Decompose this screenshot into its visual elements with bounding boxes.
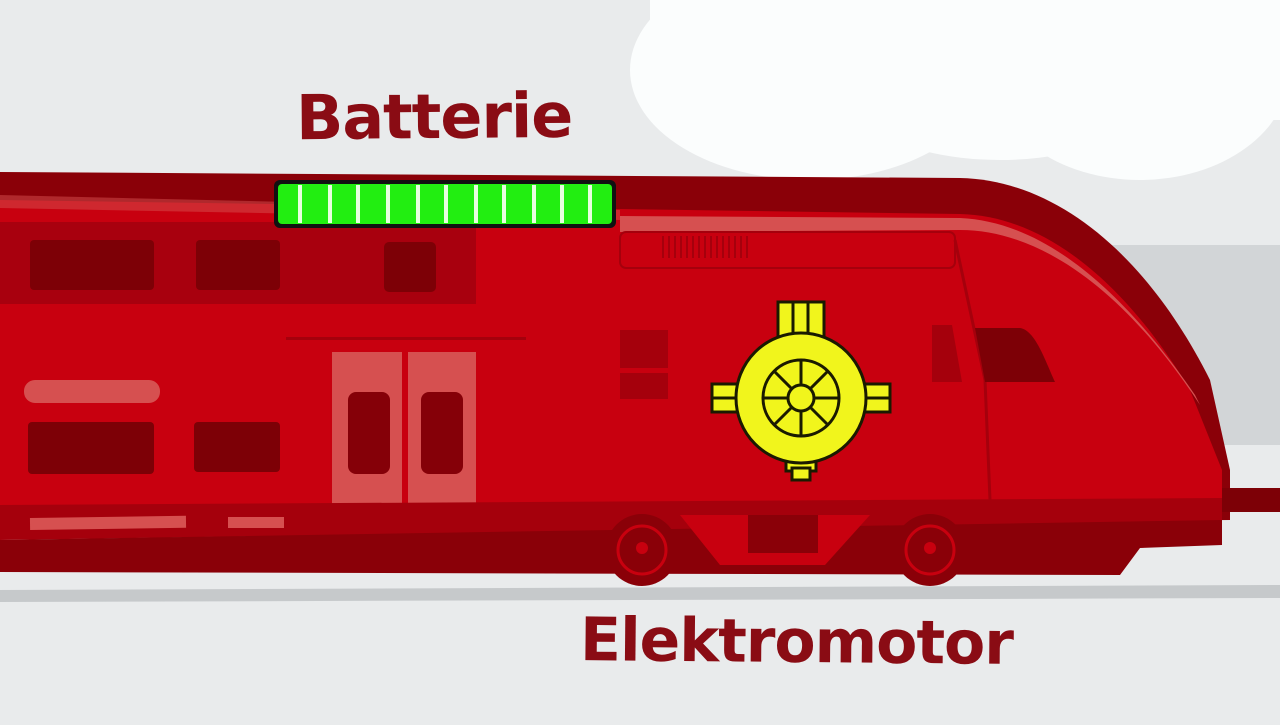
- cloud: [630, 0, 1280, 180]
- battery-label: Batterie: [295, 78, 573, 155]
- train-body: [0, 172, 1280, 575]
- motor-label: Elektromotor: [579, 605, 1014, 679]
- track-line: [0, 585, 1280, 602]
- battery-gauge-icon: [274, 180, 616, 228]
- bogie: [606, 514, 966, 586]
- electric-motor-icon: [710, 300, 892, 482]
